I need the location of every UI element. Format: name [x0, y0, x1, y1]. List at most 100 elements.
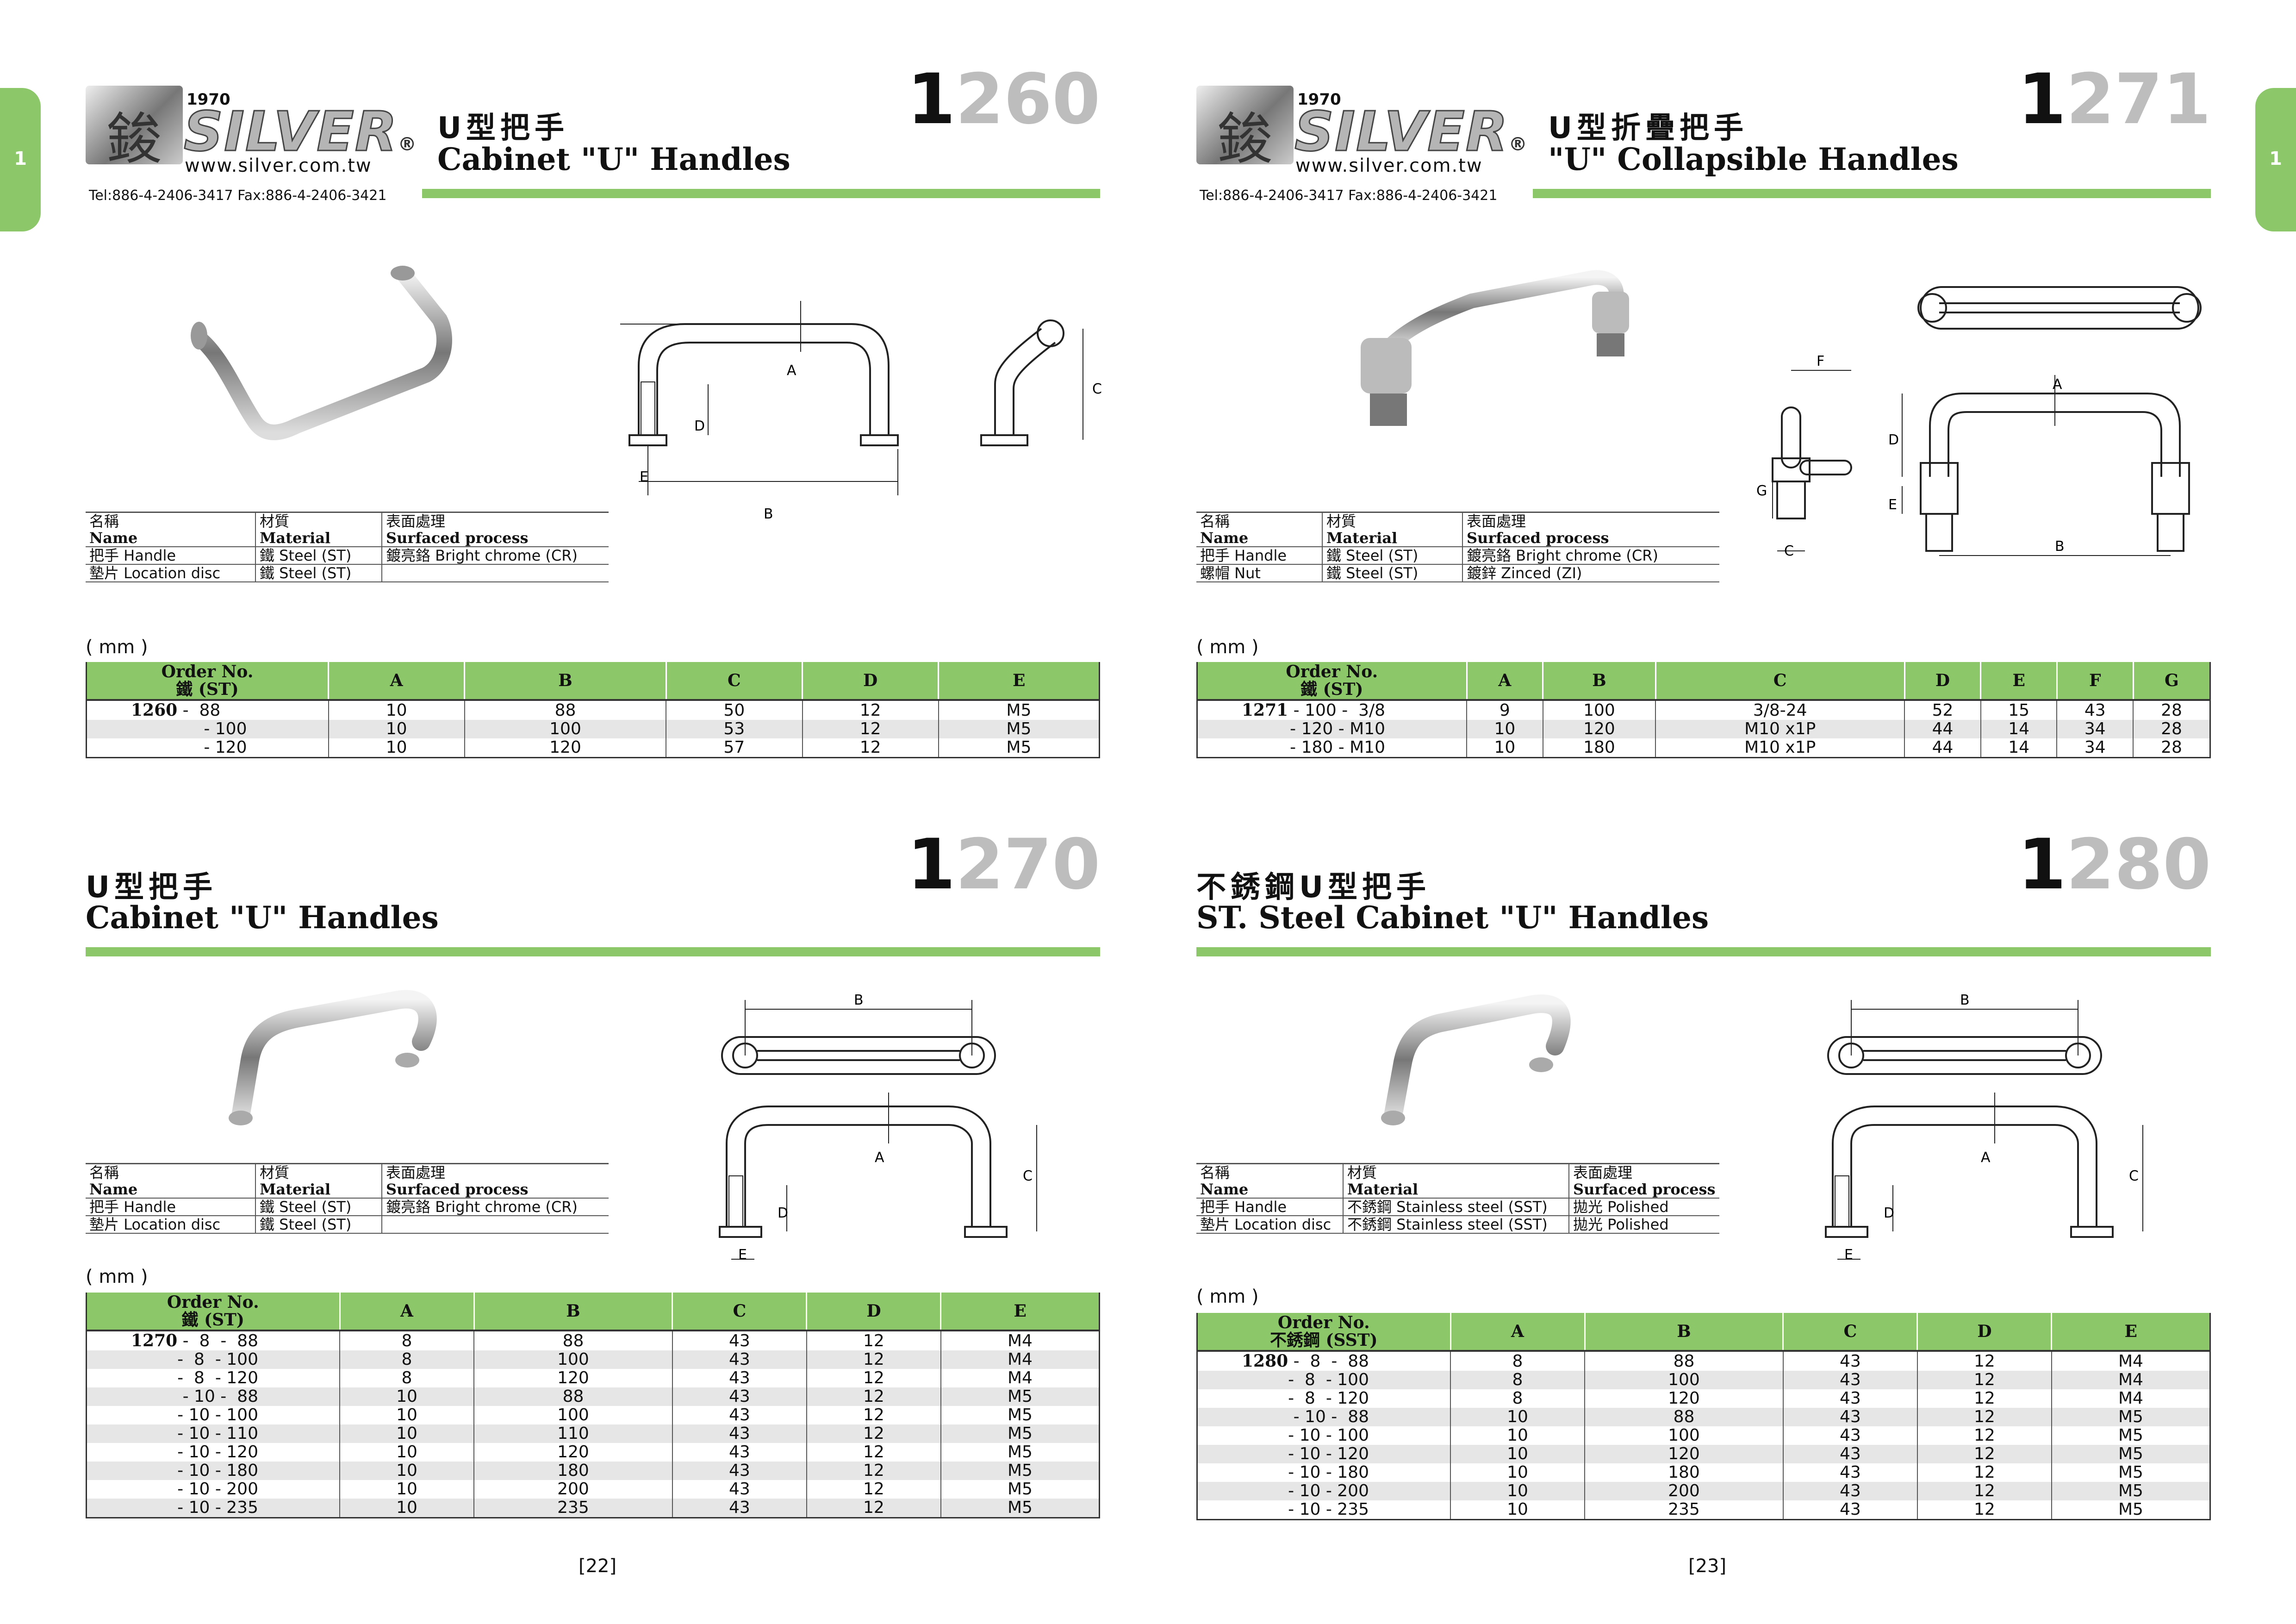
value-cell-b: 120: [1543, 720, 1656, 738]
svg-text:F: F: [1817, 353, 1824, 369]
value-cell-b: 100: [464, 720, 667, 738]
value-cell-a: 10: [340, 1406, 474, 1424]
order-no-header: Order No.鐵 (ST): [86, 662, 329, 700]
svg-text:C: C: [1784, 543, 1794, 559]
value-cell-d: 12: [802, 720, 939, 738]
section-rule: [86, 947, 1100, 956]
value-cell-e: M5: [938, 720, 1100, 738]
chapter-tab-left[interactable]: 1: [0, 88, 41, 231]
order-no-cell: - 8 - 100: [1197, 1371, 1451, 1389]
value-cell-c: 43: [1783, 1463, 1918, 1482]
svg-text:B: B: [2055, 538, 2065, 555]
value-cell-d: 12: [806, 1443, 941, 1462]
logo-mark-icon: 鋑: [1196, 86, 1294, 172]
value-cell-e: 14: [1980, 720, 2058, 738]
svg-text:E: E: [1888, 497, 1897, 513]
value-cell-e: M5: [1006, 700, 1032, 720]
value-cell-b: 235: [474, 1499, 673, 1518]
value-cell-c: M10 x1P: [1655, 738, 1905, 758]
value-cell-d: 12: [806, 1480, 941, 1499]
value-cell-e: M5: [1006, 738, 1032, 757]
value-cell-b: 235: [1585, 1500, 1784, 1520]
value-cell-d: 44: [1904, 738, 1981, 758]
value-cell-e: M5: [2118, 1500, 2143, 1519]
value-cell-c: 43: [1783, 1408, 1918, 1426]
value-cell-e: 15: [1980, 700, 2058, 720]
order-no-cell: - 8 - 100: [86, 1350, 340, 1369]
column-header-a: A: [1467, 662, 1544, 700]
order-no-cell: - 10 - 200: [86, 1480, 340, 1499]
units-label: ( mm ): [86, 1266, 148, 1287]
contact-line: Tel:886-4-2406-3417 Fax:886-4-2406-3421: [89, 187, 387, 204]
order-no-cell: - 180 - M10: [1197, 738, 1468, 758]
order-no-cell: 1271 - 100 - 3/8: [1197, 700, 1468, 720]
value-cell-b: 88: [1585, 1408, 1784, 1426]
order-no-cell: - 10 - 110: [86, 1424, 340, 1443]
value-cell-c: 43: [1783, 1371, 1918, 1389]
column-header-d: D: [806, 1293, 942, 1330]
title-cn-1260: U型把手: [437, 111, 569, 145]
column-header-c: C: [1655, 662, 1905, 700]
value-cell-g: 28: [2161, 738, 2182, 757]
logo-mark-icon: 鋑: [86, 86, 183, 172]
svg-text:E: E: [1844, 1247, 1853, 1263]
value-cell-e: M5: [940, 1387, 1100, 1406]
value-cell-c: M10 x1P: [1655, 720, 1905, 738]
value-cell-a: 10: [340, 1499, 474, 1518]
value-cell-c: 43: [672, 1499, 807, 1518]
dimension-drawing-1280: B A D C E: [1825, 992, 2143, 1263]
value-cell-e: M5: [2051, 1482, 2210, 1500]
value-cell-d: 12: [806, 1369, 941, 1387]
column-header-g: G: [2133, 662, 2210, 700]
logo-year: 1970: [1297, 90, 1341, 109]
order-no-cell: - 10 - 180: [1197, 1463, 1451, 1482]
value-cell-b: 180: [1543, 738, 1656, 758]
order-no-cell: - 10 - 200: [1197, 1482, 1451, 1500]
value-cell-c: 43: [672, 1350, 807, 1369]
column-header-a: A: [1450, 1313, 1586, 1351]
column-header-e: E: [938, 662, 1100, 700]
value-cell-g: 28: [2161, 700, 2182, 720]
product-photo-1271: [1361, 270, 1629, 426]
chapter-tab-label: 1: [2269, 148, 2282, 169]
value-cell-b: 120: [464, 738, 667, 758]
value-cell-d: 52: [1904, 700, 1981, 720]
value-cell-d: 12: [1917, 1426, 2052, 1445]
units-label: ( mm ): [1196, 637, 1259, 658]
value-cell-e: M4: [1007, 1331, 1033, 1350]
logo-year: 1970: [187, 90, 230, 109]
value-cell-c: 43: [1783, 1482, 1918, 1500]
column-header-f: F: [2057, 662, 2134, 700]
value-cell-c: 43: [1783, 1500, 1918, 1520]
order-no-cell: - 8 - 120: [86, 1369, 340, 1387]
value-cell-d: 12: [806, 1350, 941, 1369]
value-cell-b: 200: [1585, 1482, 1784, 1500]
value-cell-d: 12: [802, 700, 939, 720]
value-cell-b: 88: [464, 700, 667, 720]
value-cell-d: 44: [1904, 720, 1981, 738]
header-rule: [1533, 189, 2211, 198]
value-cell-e: M5: [940, 1499, 1100, 1518]
page-number-right: [23]: [1688, 1555, 1727, 1577]
value-cell-d: 12: [802, 738, 939, 758]
logo-website: www.silver.com.tw: [1295, 155, 1483, 176]
value-cell-f: 43: [2057, 700, 2134, 720]
column-header-e: E: [2051, 1313, 2210, 1351]
title-cn-1280: 不銹鋼U型把手: [1196, 870, 1431, 905]
chapter-tab-right[interactable]: 1: [2255, 88, 2296, 231]
value-cell-c: 43: [1783, 1426, 1918, 1445]
value-cell-a: 10: [340, 1424, 474, 1443]
order-no-header: Order No.鐵 (ST): [86, 1293, 341, 1330]
column-header-a: A: [340, 1293, 475, 1330]
value-cell-e: M4: [2118, 1389, 2143, 1408]
svg-text:B: B: [1960, 992, 1970, 1008]
column-header-e: E: [940, 1293, 1100, 1330]
value-cell-c: 43: [672, 1424, 807, 1443]
value-cell-d: 12: [1917, 1408, 2052, 1426]
